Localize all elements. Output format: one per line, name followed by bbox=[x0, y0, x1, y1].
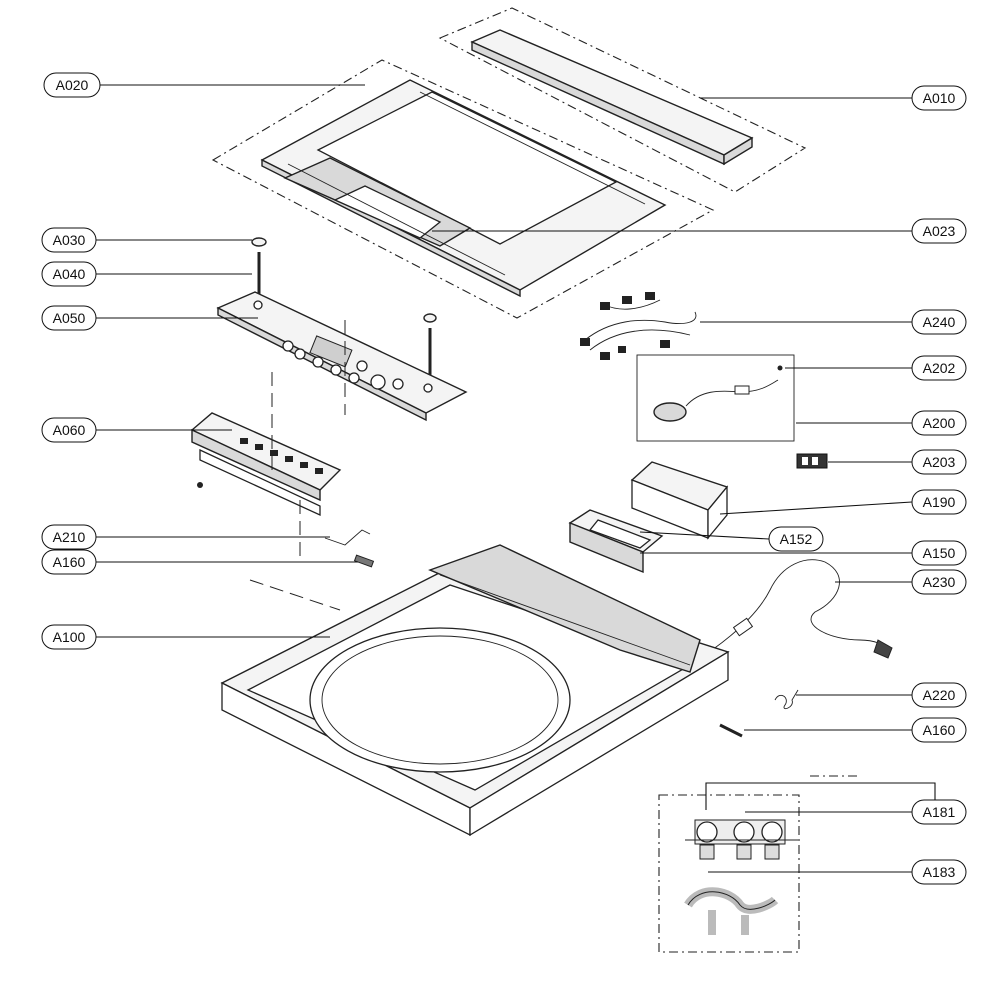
detergent-housing-part bbox=[630, 461, 729, 540]
callout-a200: A200 bbox=[911, 410, 967, 436]
connector-part bbox=[796, 453, 828, 469]
callout-a220: A220 bbox=[911, 682, 967, 708]
callout-a183: A183 bbox=[911, 859, 967, 885]
leader-lines bbox=[96, 84, 936, 873]
callout-label: A010 bbox=[923, 90, 956, 106]
inlet-valve-part bbox=[685, 819, 798, 860]
callout-label: A150 bbox=[923, 545, 956, 561]
callout-label: A020 bbox=[56, 77, 89, 93]
callout-label: A181 bbox=[923, 804, 956, 820]
top-trim-strip-part bbox=[470, 29, 754, 166]
callout-label: A190 bbox=[923, 494, 956, 510]
callout-a240: A240 bbox=[911, 309, 967, 335]
top-cover-frame-part bbox=[220, 500, 730, 837]
callout-a010: A010 bbox=[911, 85, 967, 111]
callout-label: A100 bbox=[53, 629, 86, 645]
callout-label: A200 bbox=[923, 415, 956, 431]
pressure-sensor-part bbox=[653, 365, 783, 422]
callout-a203: A203 bbox=[911, 449, 967, 475]
callout-a160-upper: A160 bbox=[41, 549, 97, 575]
callout-label: A230 bbox=[923, 574, 956, 590]
callout-label: A050 bbox=[53, 310, 86, 326]
callout-label: A040 bbox=[53, 266, 86, 282]
callout-a190: A190 bbox=[911, 489, 967, 515]
callout-label: A210 bbox=[53, 529, 86, 545]
callout-a060: A060 bbox=[41, 417, 97, 443]
callout-label: A160 bbox=[923, 722, 956, 738]
callout-label: A160 bbox=[53, 554, 86, 570]
callout-a160-lower: A160 bbox=[911, 717, 967, 743]
callout-a202: A202 bbox=[911, 355, 967, 381]
callout-a050: A050 bbox=[41, 305, 97, 331]
callout-a210: A210 bbox=[41, 524, 97, 550]
spring-part bbox=[719, 689, 799, 738]
callout-label: A240 bbox=[923, 314, 956, 330]
wire-harness-part bbox=[580, 292, 697, 360]
detergent-drawer-part bbox=[568, 509, 664, 574]
callout-label: A220 bbox=[923, 687, 956, 703]
callout-a230: A230 bbox=[911, 569, 967, 595]
callout-a020: A020 bbox=[43, 72, 101, 98]
group-boxes bbox=[211, 7, 858, 953]
callout-label: A060 bbox=[53, 422, 86, 438]
callout-a100: A100 bbox=[41, 624, 97, 650]
power-cord-part bbox=[711, 559, 893, 659]
callout-a152: A152 bbox=[768, 526, 824, 552]
callout-label: A183 bbox=[923, 864, 956, 880]
callout-a030: A030 bbox=[41, 227, 97, 253]
lid-switch-part bbox=[324, 529, 375, 568]
pcb-assembly-part bbox=[190, 320, 346, 517]
screw-part bbox=[251, 237, 437, 380]
callout-label: A023 bbox=[923, 223, 956, 239]
lid-assembly-part bbox=[260, 79, 667, 298]
callout-a023: A023 bbox=[911, 218, 967, 244]
callout-label: A030 bbox=[53, 232, 86, 248]
callout-label: A203 bbox=[923, 454, 956, 470]
control-panel-part bbox=[216, 291, 468, 422]
hose-connector-part bbox=[684, 887, 779, 935]
callout-a040: A040 bbox=[41, 261, 97, 287]
callout-a150: A150 bbox=[911, 540, 967, 566]
callout-a181: A181 bbox=[911, 799, 967, 825]
callout-label: A152 bbox=[780, 531, 813, 547]
callout-label: A202 bbox=[923, 360, 956, 376]
